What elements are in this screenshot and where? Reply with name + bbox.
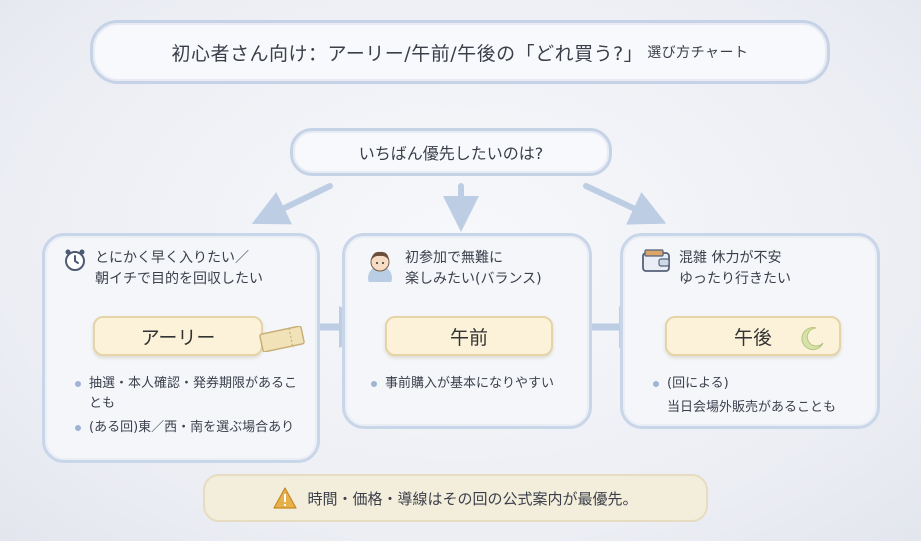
choice-pm: 午後 [665, 316, 841, 356]
footer-text: 時間・価格・導線はその回の公式案内が最優先。 [307, 489, 638, 508]
card-early-header: とにかく早く入りたい／ 朝イチで目的を回収したい [63, 248, 263, 290]
chart-title-suffix: 選び方チャート [647, 45, 749, 61]
card-am: 初参加で無難に 楽しみたい(バランス) 午前 事前購入が基本になりやすい [342, 233, 592, 429]
note-item: (ある回)東／西・南を選ぶ場合あり [75, 418, 305, 438]
card-pm-notes: (回による) 当日会場外販売があることも [653, 374, 878, 422]
card-am-heading: 初参加で無難に 楽しみたい(バランス) [405, 250, 542, 287]
card-early-heading: とにかく早く入りたい／ 朝イチで目的を回収したい [95, 250, 263, 287]
arrow-to-pm [583, 183, 667, 225]
note-item: 抽選・本人確認・発券期限があることも [75, 374, 305, 414]
card-am-notes: 事前購入が基本になりやすい [371, 374, 581, 398]
choice-early-label: アーリー [140, 326, 216, 349]
warning-icon [273, 487, 298, 509]
choice-pm-label: 午後 [733, 326, 772, 349]
card-pm: 混雑 休力が不安 ゆったり行きたい 午後 (回による) 当日会場外販売があること… [620, 233, 880, 429]
clock-icon [65, 249, 85, 271]
note-item: 当日会場外販売があることも [667, 400, 837, 415]
chart-title-box: 初心者さん向け：アーリー/午前/午後の「どれ買う?」 選び方チャート [90, 20, 830, 84]
card-pm-header: 混雑 休力が不安 ゆったり行きたい [641, 248, 791, 290]
question-box: いちばん優先したいのは? [290, 128, 612, 176]
chart-title: 初心者さん向け：アーリー/午前/午後の「どれ買う?」 [171, 42, 644, 65]
card-early: とにかく早く入りたい／ 朝イチで目的を回収したい アーリー 抽選・本人確認・発券… [42, 233, 320, 463]
ticket-icon [259, 326, 305, 352]
note-item: (回による) [653, 374, 878, 394]
question-text: いちばん優先したいのは? [358, 144, 544, 163]
card-early-notes: 抽選・本人確認・発券期限があることも (ある回)東／西・南を選ぶ場合あり [75, 374, 305, 442]
choice-am: 午前 [385, 316, 553, 356]
choice-early: アーリー [93, 316, 305, 356]
choice-am-label: 午前 [449, 326, 488, 349]
person-icon [368, 251, 392, 282]
arrow-to-early [251, 183, 333, 225]
note-item: 事前購入が基本になりやすい [371, 374, 581, 394]
card-pm-heading: 混雑 休力が不安 ゆったり行きたい [679, 250, 791, 287]
card-am-header: 初参加で無難に 楽しみたい(バランス) [363, 248, 542, 290]
moon-icon [801, 327, 824, 351]
footer-note: 時間・価格・導線はその回の公式案内が最優先。 [203, 474, 708, 522]
wallet-icon [642, 249, 670, 272]
